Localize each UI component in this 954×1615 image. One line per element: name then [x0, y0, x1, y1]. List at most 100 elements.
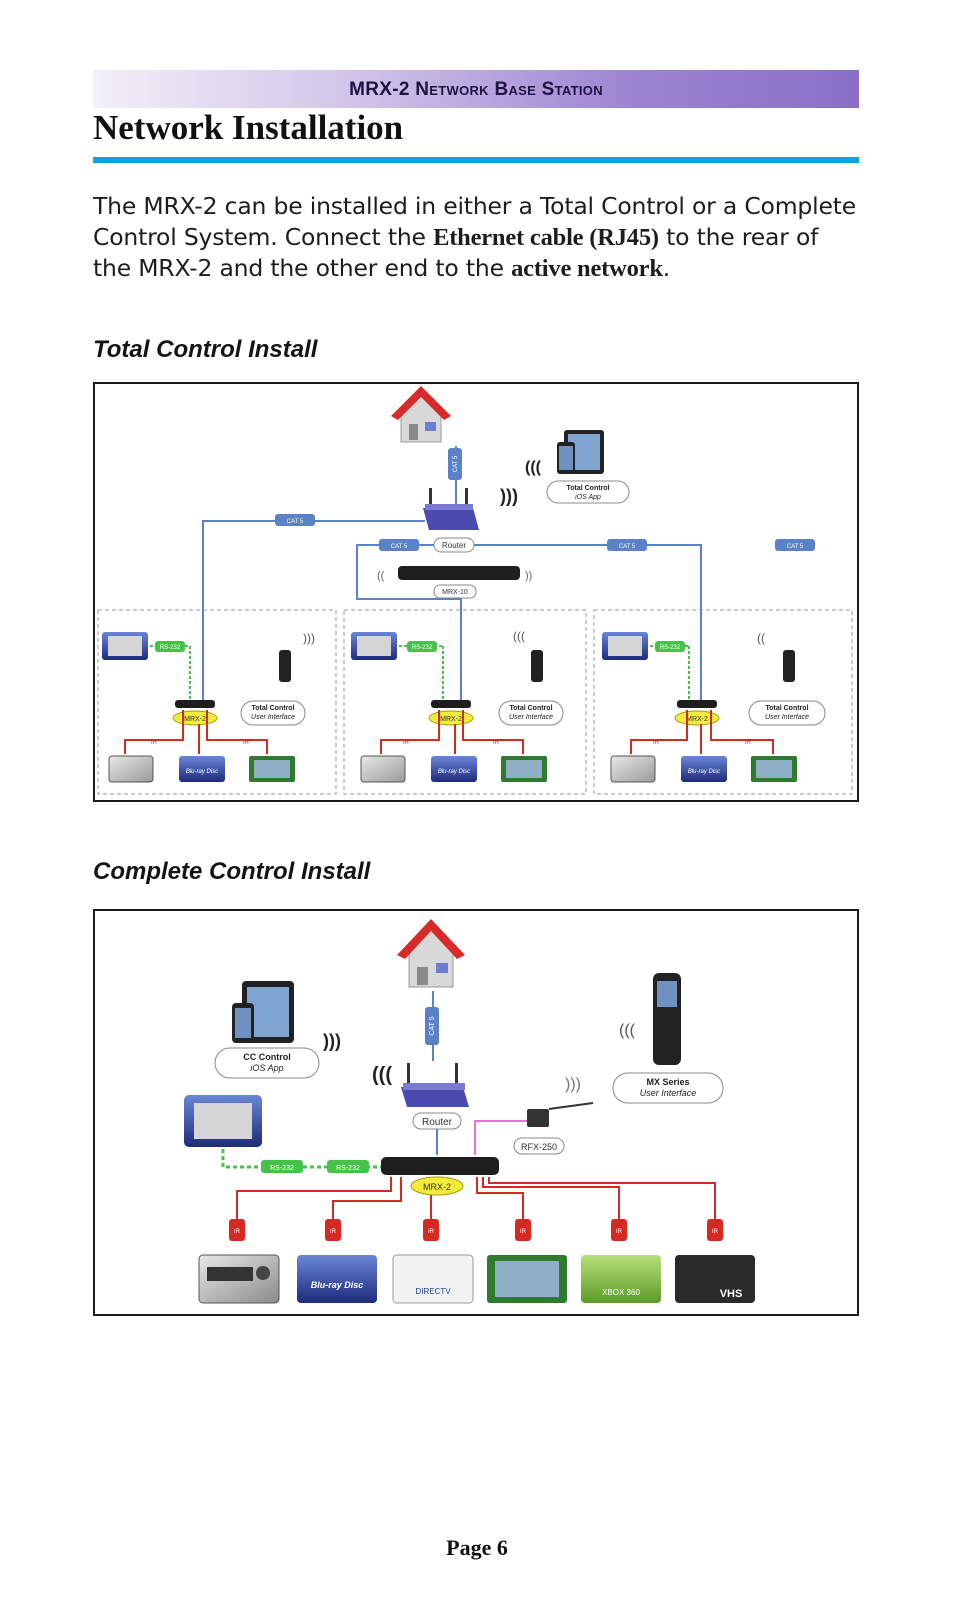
zone-1: RS-232 MRX-2 ))) Total Control User Inte…: [102, 631, 315, 783]
router-icon: [423, 488, 479, 530]
ipad-iphone-icon: [232, 981, 294, 1043]
ir-label-2: IR: [330, 1229, 337, 1235]
wifi-icon-mrx10-left: ((: [377, 570, 385, 582]
remote-icon-z1: [279, 650, 291, 682]
rs232-label-z2: RS-232: [412, 645, 433, 651]
ios-app-label-2: iOS App: [575, 494, 601, 501]
zone-3: RS-232 MRX-2 (( Total Control User Inter…: [602, 631, 826, 783]
intro-bold-network: active network: [511, 255, 663, 282]
rs232-label-2: RS-232: [336, 1165, 360, 1172]
ui-label-2-z3: User Interface: [765, 714, 809, 721]
ir-label-z1b: IR: [243, 740, 250, 746]
page-number: Page 6: [446, 1535, 508, 1560]
rs232-label-1: RS-232: [270, 1165, 294, 1172]
mrx2-label-z1: MRX-2: [184, 716, 206, 723]
bluray-icon-z1: [179, 756, 225, 782]
complete-control-diagram: CAT 5 ((( Router ))) CC Control iOS App …: [93, 909, 859, 1316]
mrx10-label: MRX-10: [442, 589, 468, 596]
mx-label-1: MX Series: [646, 1077, 689, 1087]
cat5-label-house: CAT 5: [453, 455, 459, 472]
ir-label-z1a: IR: [151, 740, 158, 746]
wifi-icon-rfx: ))): [565, 1076, 581, 1093]
bluray-label: Blu-ray Disc: [311, 1280, 364, 1290]
header-band: MRX-2 Network Base Station: [93, 70, 859, 108]
mrx10-device: [398, 566, 520, 580]
bluray-label-z3: Blu-ray Disc: [688, 769, 720, 775]
rs232-label-z1: RS-232: [160, 645, 181, 651]
receiver-icon-z2: [360, 755, 406, 783]
ir-label-4: IR: [520, 1229, 527, 1235]
intro-text-1: The MRX-2 can be installed in either a T…: [93, 192, 856, 251]
intro-bold-ethernet: Ethernet cable (RJ45): [433, 224, 659, 251]
complete-control-heading: Complete Control Install: [93, 858, 371, 885]
title-rule: [93, 157, 859, 163]
directv-icon: [392, 1254, 474, 1304]
wifi-icon-router: ))): [500, 486, 518, 506]
ir-label-1: IR: [234, 1229, 241, 1235]
ui-label-2-z2: User Interface: [509, 714, 553, 721]
intro-text-2: to the rear of the MRX-2 and the other e…: [93, 223, 819, 282]
ir-label-3: IR: [428, 1229, 435, 1235]
house-icon: [397, 919, 465, 988]
zone-2: RS-232 MRX-2 ((( Total Control User Inte…: [351, 629, 564, 783]
ir-label-z2b: IR: [493, 740, 500, 746]
bluray-label-z1: Blu-ray Disc: [186, 769, 218, 775]
bluray-icon: [297, 1255, 377, 1303]
wifi-icon-router: (((: [372, 1064, 392, 1086]
mrx2-device: [381, 1157, 499, 1175]
bluray-icon-z3: [681, 756, 727, 782]
header-title: MRX-2 Network Base Station: [93, 79, 859, 101]
vhs-label: VHS: [720, 1288, 743, 1300]
page-title: Network Installation: [93, 108, 404, 147]
mrx2-label: MRX-2: [423, 1182, 451, 1192]
directv-label: DIRECTV: [415, 1287, 451, 1296]
wifi-icon-ios: ))): [323, 1031, 341, 1051]
wifi-icon-z1: ))): [303, 631, 315, 645]
rs232-label-z3: RS-232: [660, 645, 681, 651]
ui-label-1-z1: Total Control: [251, 705, 294, 712]
remote-icon-z2: [531, 650, 543, 682]
total-control-heading: Total Control Install: [93, 336, 318, 363]
vhs-icon: [675, 1255, 755, 1303]
ipad-iphone-icon: [557, 430, 604, 474]
wifi-icon-mrx10-right: )): [525, 570, 532, 582]
ir-label-6: IR: [712, 1229, 719, 1235]
cc-app-label-1: CC Control: [243, 1052, 291, 1062]
router-label: Router: [442, 541, 466, 550]
cc-app-label-2: iOS App: [250, 1063, 283, 1073]
cat5-label-left: CAT 5: [287, 519, 304, 525]
receiver-icon-z3: [610, 755, 656, 783]
header-title-prefix: MRX-2: [349, 79, 416, 100]
cat5-label: CAT 5: [429, 1016, 436, 1035]
ui-label-1-z2: Total Control: [509, 705, 552, 712]
wifi-icon-z3: ((: [757, 631, 765, 645]
router-icon: [401, 1063, 469, 1107]
header-title-small-caps: Network Base Station: [415, 79, 603, 100]
bluray-label-z2: Blu-ray Disc: [438, 769, 470, 775]
ir-label-z3b: IR: [745, 740, 752, 746]
cat5-label-center-right: CAT 5: [619, 544, 636, 550]
xbox-label: XBOX 360: [602, 1288, 640, 1297]
mx-label-2: User Interface: [640, 1088, 697, 1098]
ios-app-label-1: Total Control: [566, 485, 609, 492]
ir-label-z3a: IR: [653, 740, 660, 746]
mrx2-label-z2: MRX-2: [440, 716, 462, 723]
mrx2-device-z3: [677, 700, 717, 708]
house-icon: [391, 386, 451, 443]
mrx2-label-z3: MRX-2: [686, 716, 708, 723]
wifi-icon-ios: (((: [525, 459, 542, 476]
mrx2-device-z1: [175, 700, 215, 708]
router-label: Router: [422, 1117, 453, 1128]
cat5-label-right: CAT 5: [787, 544, 804, 550]
wifi-icon-z2: (((: [513, 629, 525, 643]
rfx250-label: RFX-250: [521, 1142, 557, 1152]
cat5-label-center: CAT 5: [391, 544, 408, 550]
ui-label-2-z1: User Interface: [251, 714, 295, 721]
remote-icon-z3: [783, 650, 795, 682]
intro-paragraph: The MRX-2 can be installed in either a T…: [93, 191, 863, 284]
ui-label-1-z3: Total Control: [765, 705, 808, 712]
ir-label-z2a: IR: [403, 740, 410, 746]
intro-text-3: .: [662, 254, 671, 282]
total-control-diagram: CAT 5 ))) Router ((( Total Control iOS A…: [93, 382, 859, 802]
xbox-icon: [581, 1255, 661, 1303]
